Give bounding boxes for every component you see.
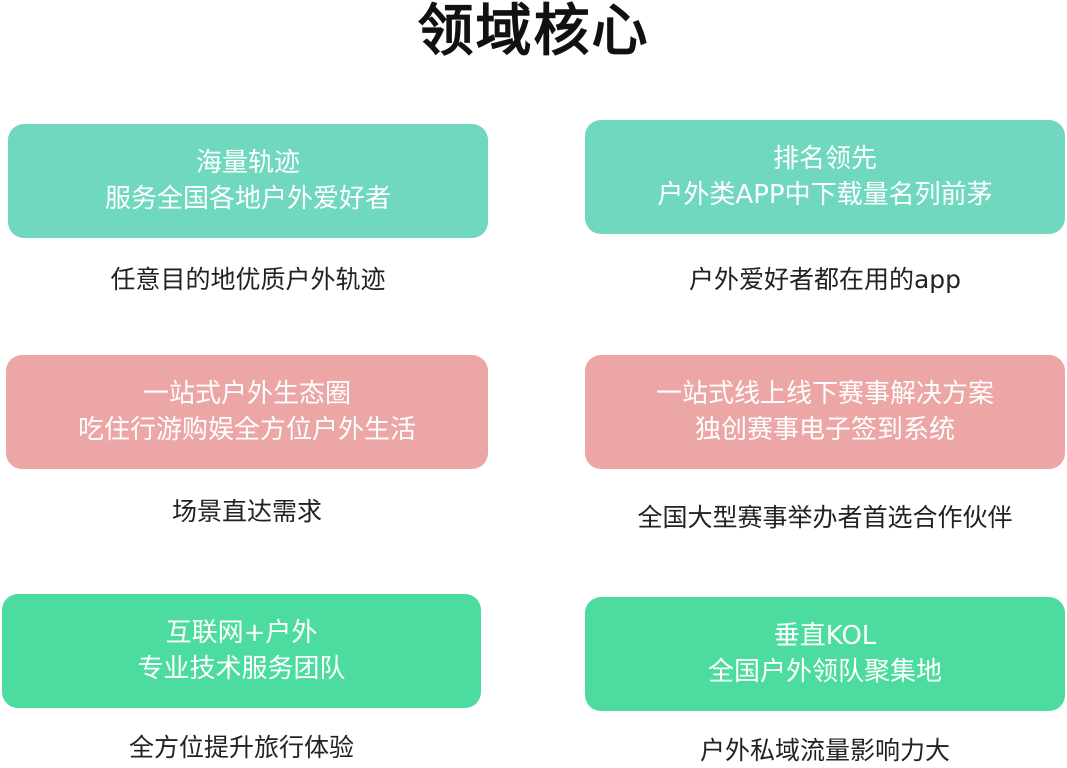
feature-caption: 全国大型赛事举办者首选合作伙伴 [637,503,1013,532]
feature-card-ecosystem: 一站式户外生态圈 吃住行游购娱全方位户外生活 [6,355,488,469]
feature-card-heading: 海量轨迹 [195,148,300,178]
feature-card-subheading: 独创赛事电子签到系统 [694,415,955,445]
feature-card-events: 一站式线上线下赛事解决方案 独创赛事电子签到系统 [585,355,1065,469]
feature-card-subheading: 户外类APP中下载量名列前茅 [657,180,993,210]
feature-caption: 户外爱好者都在用的app [688,265,962,294]
feature-card-ranking: 排名领先 户外类APP中下载量名列前茅 [585,120,1065,234]
feature-card-subheading: 服务全国各地户外爱好者 [104,184,391,214]
feature-card-kol: 垂直KOL 全国户外领队聚集地 [585,597,1065,711]
page-title: 领域核心 [417,0,650,64]
feature-card-subheading: 吃住行游购娱全方位户外生活 [77,415,416,445]
feature-card-heading: 排名领先 [772,144,877,174]
feature-card-heading: 互联网+户外 [165,618,318,648]
feature-card-subheading: 专业技术服务团队 [137,654,346,684]
feature-card-heading: 一站式线上线下赛事解决方案 [655,379,994,409]
feature-caption: 全方位提升旅行体验 [128,733,354,762]
feature-card-tech-team: 互联网+户外 专业技术服务团队 [2,594,481,708]
feature-card-tracks: 海量轨迹 服务全国各地户外爱好者 [8,124,488,238]
feature-card-subheading: 全国户外领队聚集地 [707,657,942,687]
feature-caption: 任意目的地优质户外轨迹 [110,265,386,294]
feature-caption: 场景直达需求 [171,497,322,526]
feature-caption: 户外私域流量影响力大 [699,736,950,765]
feature-card-heading: 垂直KOL [773,621,877,651]
feature-card-heading: 一站式户外生态圈 [142,379,351,409]
